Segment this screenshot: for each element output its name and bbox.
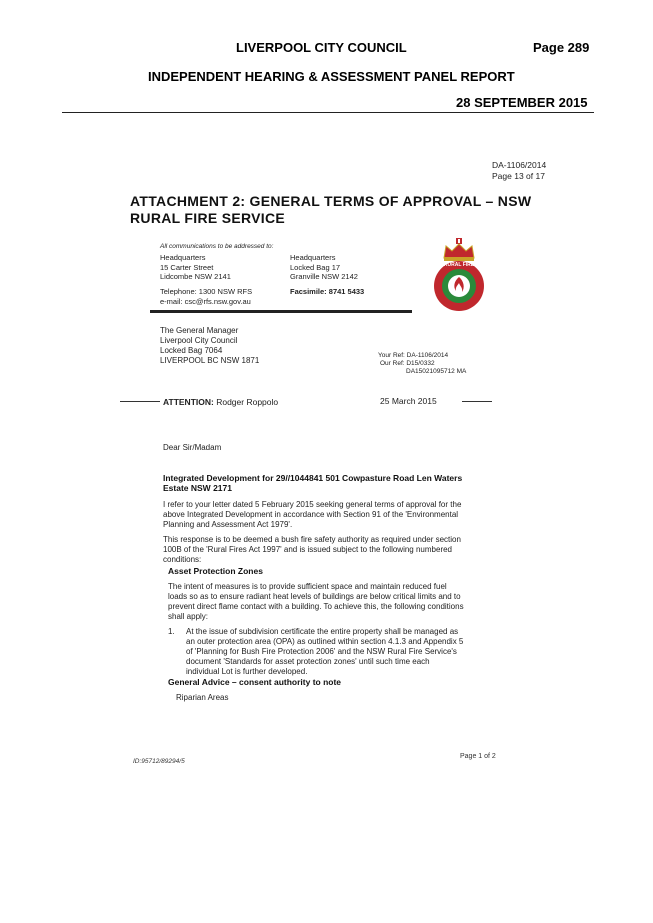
paragraph-line: shall apply:: [168, 612, 209, 621]
attachment-title-line2: RURAL FIRE SERVICE: [130, 210, 286, 226]
condition-line: of 'Planning for Bush Fire Protection 20…: [186, 647, 457, 656]
recipient-line: The General Manager: [160, 326, 239, 335]
address-line: Headquarters: [290, 253, 336, 262]
condition-1: At the issue of subdivision certificate …: [186, 627, 463, 677]
letter-date: 25 March 2015: [380, 396, 437, 406]
address-line: Granville NSW 2142: [290, 272, 358, 281]
paragraph-line: The intent of measures is to provide suf…: [168, 582, 447, 591]
report-date: 28 SEPTEMBER 2015: [456, 95, 588, 110]
paragraph-line: loads so as to ensure radiant heat level…: [168, 592, 461, 601]
condition-line: At the issue of subdivision certificate …: [186, 627, 459, 636]
subject-line: Estate NSW 2171: [163, 483, 232, 493]
condition-line: an outer protection area (OPA) as outlin…: [186, 637, 464, 646]
attention-rule: [120, 401, 160, 402]
recipient-line: Locked Bag 7064: [160, 346, 223, 355]
paragraph-3: The intent of measures is to provide suf…: [168, 582, 464, 622]
recipient-line: LIVERPOOL BC NSW 1871: [160, 356, 260, 365]
asset-protection-heading: Asset Protection Zones: [168, 566, 263, 576]
svg-text:RURAL FIRE: RURAL FIRE: [444, 262, 475, 268]
paragraph-line: Planning and Assessment Act 1979'.: [163, 520, 293, 529]
date-rule: [462, 401, 492, 402]
paragraph-1: I refer to your letter dated 5 February …: [163, 500, 461, 530]
attachment-title-line1: ATTACHMENT 2: GENERAL TERMS OF APPROVAL …: [130, 193, 532, 209]
footer-id: ID:95712/89294/5: [133, 758, 185, 765]
attention: ATTENTION: Rodger Roppolo: [163, 397, 278, 407]
condition-line: document 'Standards for asset protection…: [186, 657, 430, 666]
hq-address-left: Headquarters 15 Carter Street Lidcombe N…: [160, 253, 231, 282]
da-number: DA-1106/2014: [492, 160, 547, 170]
subject-line: Integrated Development for 29//1044841 5…: [163, 473, 463, 483]
our-ref: Our Ref: D15/0332: [380, 360, 435, 367]
header-rule: [62, 112, 594, 113]
address-line: Lidcombe NSW 2141: [160, 272, 231, 281]
paragraph-line: I refer to your letter dated 5 February …: [163, 500, 462, 509]
attention-name: Rodger Roppolo: [216, 397, 279, 407]
facsimile: Facsimile: 8741 5433: [290, 287, 365, 296]
attention-label: ATTENTION:: [163, 397, 214, 407]
rfs-logo: RURAL FIRE: [418, 238, 500, 314]
footer-page: Page 1 of 2: [460, 753, 496, 760]
attachment-page: Page 13 of 17: [492, 171, 545, 181]
address-line: Locked Bag 17: [290, 262, 341, 272]
salutation: Dear Sir/Madam: [163, 443, 222, 452]
council-name: LIVERPOOL CITY COUNCIL: [236, 40, 407, 55]
telephone: Telephone: 1300 NSW RFS: [160, 287, 253, 296]
paragraph-line: above Integrated Development in accordan…: [163, 510, 459, 519]
your-ref: Your Ref: DA-1106/2014: [378, 352, 449, 359]
paragraph-line: This response is to be deemed a bush fir…: [163, 535, 461, 544]
report-title: INDEPENDENT HEARING & ASSESSMENT PANEL R…: [148, 69, 515, 84]
recipient-line: Liverpool City Council: [160, 336, 238, 345]
paragraph-2: This response is to be deemed a bush fir…: [163, 535, 461, 565]
condition-line: individual Lot is further developed.: [186, 667, 308, 676]
page-number: Page 289: [533, 40, 590, 55]
paragraph-line: prevent direct flame contact with a buil…: [168, 602, 464, 611]
address-line: Headquarters: [160, 253, 206, 262]
riparian-areas: Riparian Areas: [176, 693, 229, 702]
general-advice-heading: General Advice – consent authority to no…: [168, 677, 342, 687]
addressed-to: All communications to be addressed to:: [160, 243, 274, 250]
hq-address-right: Headquarters Locked Bag 17 Granville NSW…: [290, 253, 358, 282]
subject: Integrated Development for 29//1044841 5…: [163, 473, 462, 493]
letterhead-divider: [150, 310, 412, 313]
address-line: 15 Carter Street: [160, 262, 214, 272]
our-ref-2: DA15021095712 MA: [406, 368, 467, 375]
email: e-mail: csc@rfs.nsw.gov.au: [160, 297, 251, 306]
recipient-address: The General Manager Liverpool City Counc…: [160, 326, 259, 366]
paragraph-line: conditions:: [163, 555, 202, 564]
paragraph-line: 100B of the 'Rural Fires Act 1997' and i…: [163, 545, 452, 554]
condition-number: 1.: [168, 627, 175, 636]
